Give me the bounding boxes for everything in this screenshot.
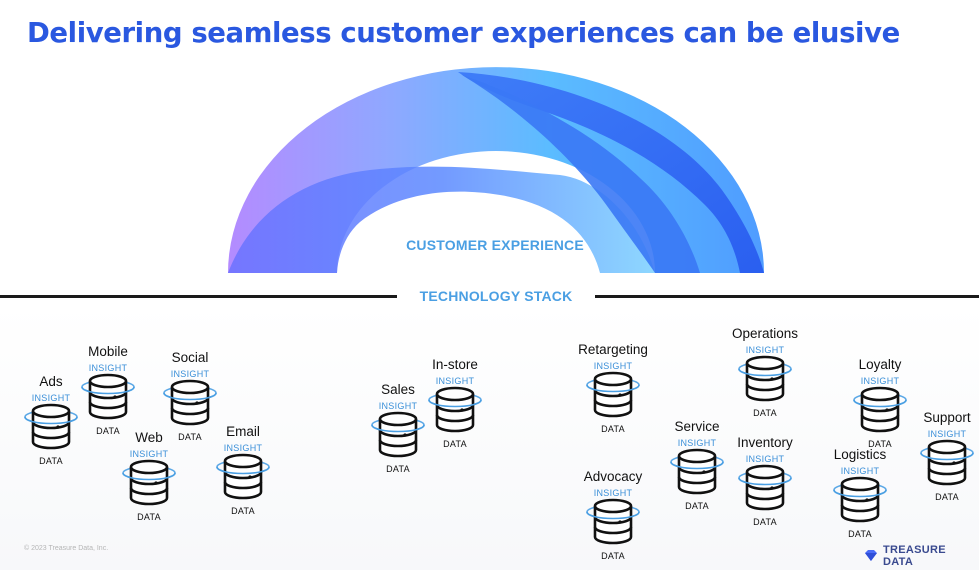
insight-label: INSIGHT (378, 401, 418, 411)
node-label: Web (135, 430, 163, 445)
database-icon (81, 373, 135, 420)
data-label: DATA (601, 551, 625, 561)
node-label: Advocacy (583, 469, 643, 484)
database-icon (24, 403, 78, 450)
database-icon (920, 439, 974, 486)
data-label: DATA (137, 512, 161, 522)
insight-label: INSIGHT (170, 369, 210, 379)
node-label: Mobile (88, 344, 128, 359)
insight-label: INSIGHT (927, 429, 967, 439)
node-label: Inventory (737, 435, 793, 450)
data-label: DATA (753, 408, 777, 418)
data-label: DATA (601, 424, 625, 434)
data-label: DATA (231, 506, 255, 516)
node-label: Ads (39, 374, 63, 389)
data-label: DATA (178, 432, 202, 442)
data-label: DATA (443, 439, 467, 449)
database-icon (163, 379, 217, 426)
node-label: Sales (381, 382, 415, 397)
data-label: DATA (96, 426, 120, 436)
node-label: In-store (432, 357, 478, 372)
customer-experience-arc (228, 67, 764, 273)
data-label: DATA (753, 517, 777, 527)
database-icon (371, 411, 425, 458)
node-label: Loyalty (858, 357, 902, 372)
page-title: Delivering seamless customer experiences… (27, 17, 900, 49)
data-label: DATA (935, 492, 959, 502)
insight-label: INSIGHT (840, 466, 880, 476)
customer-experience-label: CUSTOMER EXPERIENCE (406, 237, 584, 253)
database-icon (738, 355, 792, 402)
database-icon (428, 386, 482, 433)
insight-label: INSIGHT (435, 376, 475, 386)
insight-label: INSIGHT (593, 488, 633, 498)
insight-label: INSIGHT (129, 449, 169, 459)
treasure-data-diamond-icon (864, 550, 877, 561)
database-icon (670, 448, 724, 495)
insight-label: INSIGHT (745, 345, 785, 355)
divider-line-right (595, 295, 979, 298)
data-label: DATA (685, 501, 709, 511)
node-label: Social (171, 350, 209, 365)
arc-front-band (228, 166, 655, 273)
node-label: Email (226, 424, 260, 439)
database-icon (122, 459, 176, 506)
insight-label: INSIGHT (745, 454, 785, 464)
data-label: DATA (848, 529, 872, 539)
database-icon (586, 498, 640, 545)
insight-label: INSIGHT (31, 393, 71, 403)
treasure-data-logo: TREASURE DATA (864, 544, 979, 568)
node-label: Retargeting (578, 342, 648, 357)
insight-label: INSIGHT (593, 361, 633, 371)
arc-swoosh-inner (462, 75, 700, 273)
insight-label: INSIGHT (677, 438, 717, 448)
data-label: DATA (386, 464, 410, 474)
node-label: Support (923, 410, 971, 425)
database-icon (216, 453, 270, 500)
insight-label: INSIGHT (88, 363, 128, 373)
data-label: DATA (39, 456, 63, 466)
technology-stack-label: TECHNOLOGY STACK (419, 288, 573, 304)
divider-line-left (0, 295, 397, 298)
database-icon (586, 371, 640, 418)
brand-name: TREASURE DATA (882, 544, 946, 568)
data-label: DATA (868, 439, 892, 449)
database-icon (853, 386, 907, 433)
copyright-text: © 2023 Treasure Data, Inc. (24, 545, 109, 552)
node-label: Service (674, 419, 720, 434)
node-label: Operations (731, 326, 799, 341)
insight-label: INSIGHT (223, 443, 263, 453)
arc-swoosh (458, 72, 764, 273)
technology-stack-panel (0, 304, 979, 570)
insight-label: INSIGHT (860, 376, 900, 386)
database-icon (833, 476, 887, 523)
database-icon (738, 464, 792, 511)
node-label: Logistics (833, 447, 887, 462)
